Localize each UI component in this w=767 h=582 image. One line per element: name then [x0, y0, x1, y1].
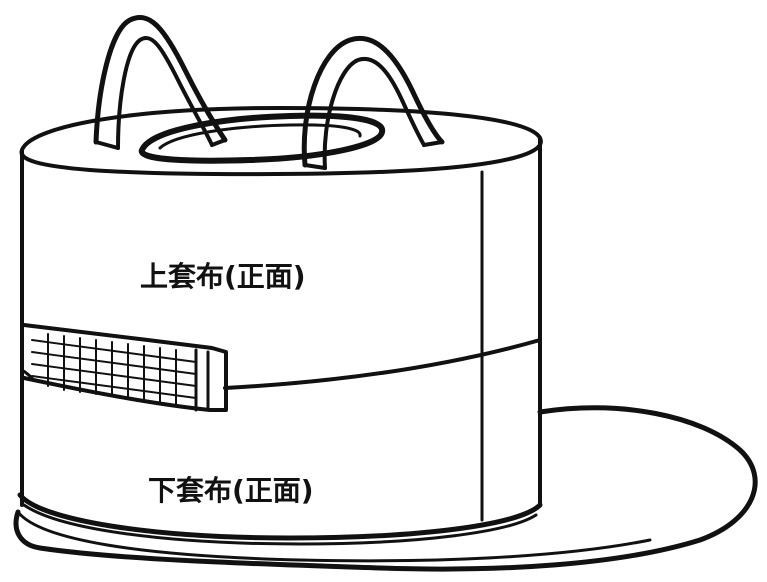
right-handle-outer	[301, 36, 445, 168]
bottom-rim-inner	[22, 503, 538, 546]
right-handle-inner	[322, 56, 426, 170]
upper-cover-label: 上套布(正面)	[140, 260, 306, 293]
left-handle-inner	[116, 36, 214, 150]
middle-seam	[223, 338, 542, 390]
bottom-rim	[17, 492, 543, 541]
right-handle-end-left	[303, 163, 327, 170]
top-opening	[138, 112, 386, 164]
left-handle-end-left	[94, 140, 120, 150]
top-rim	[19, 106, 543, 177]
base-sheet-edge	[16, 510, 652, 563]
middle-seam-left	[20, 368, 34, 380]
top-opening-inner	[158, 123, 362, 150]
right-handle-end-right	[422, 140, 444, 147]
zipper-strap	[22, 323, 228, 412]
left-handle-outer	[93, 15, 228, 145]
left-handle-end-right	[210, 138, 227, 147]
lower-cover-label: 下套布(正面)	[148, 474, 314, 507]
base-sheet-outline	[13, 405, 758, 572]
